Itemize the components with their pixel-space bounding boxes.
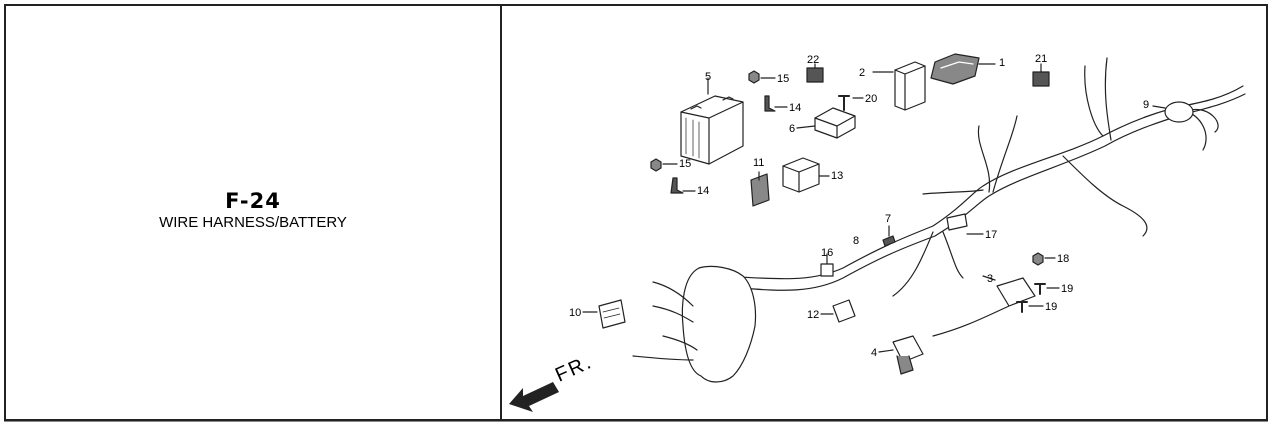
callout-18: 18 (1057, 253, 1069, 265)
bolt-14-lower (670, 177, 696, 194)
callout-1: 1 (999, 57, 1005, 69)
callout-14-top: 14 (789, 102, 801, 114)
callout-8: 8 (853, 235, 859, 247)
bottom-rule (4, 421, 1268, 422)
bracket-11 (750, 171, 770, 207)
callout-21: 21 (1035, 53, 1047, 65)
nut-18 (1032, 252, 1056, 266)
callout-22: 22 (807, 54, 819, 66)
nut-15-lower (650, 158, 678, 172)
connector-12 (820, 299, 856, 323)
clamp-16 (820, 253, 834, 277)
callout-labels: 1 2 3 4 5 6 7 8 9 10 11 12 13 14 14 15 1… (569, 53, 1149, 359)
connector-9 (1152, 101, 1194, 123)
clamp-17 (946, 213, 984, 235)
callout-3: 3 (987, 273, 993, 285)
figure-label-cell: F-24 WIRE HARNESS/BATTERY (6, 6, 500, 418)
bolt-19-b (1016, 301, 1044, 313)
callout-10: 10 (569, 307, 581, 319)
callout-17: 17 (985, 229, 997, 241)
cover-1 (930, 53, 996, 85)
callout-5: 5 (705, 71, 711, 83)
ignition-coil-3 (932, 275, 1036, 337)
callout-2: 2 (859, 67, 865, 79)
spark-plug-cap-4 (878, 335, 924, 375)
callout-11: 11 (753, 157, 764, 169)
callout-15-lower: 15 (679, 158, 691, 170)
fuse-21 (1032, 71, 1050, 87)
callout-19-b: 19 (1045, 301, 1057, 313)
parts-diagram: FR. 1 2 3 4 5 6 7 8 9 10 11 12 13 14 14 … (509, 53, 1246, 412)
nut-15-top (748, 70, 776, 84)
relay-6 (796, 107, 856, 139)
bolt-20 (838, 95, 864, 111)
fuse-box-2 (872, 61, 926, 111)
relay-13 (782, 157, 830, 193)
callout-4: 4 (871, 347, 877, 359)
item-7 (882, 225, 896, 247)
harness-sheath (632, 265, 757, 383)
table-frame (4, 4, 1268, 421)
callout-9: 9 (1143, 99, 1149, 111)
callout-15-top: 15 (777, 73, 789, 85)
figure-title: WIRE HARNESS/BATTERY (159, 214, 347, 231)
callout-19-a: 19 (1061, 283, 1073, 295)
bolt-14-top (764, 95, 788, 112)
direction-label: FR. (552, 351, 596, 387)
callout-13: 13 (831, 170, 843, 182)
callout-16: 16 (821, 247, 833, 259)
connector-10 (582, 299, 626, 329)
fuse-22 (806, 63, 824, 83)
front-direction-arrow: FR. (509, 351, 596, 412)
figure-code: F-24 (225, 189, 281, 213)
battery (680, 77, 744, 165)
callout-6: 6 (789, 123, 795, 135)
bolt-19-a (1034, 283, 1060, 295)
callout-7: 7 (885, 213, 891, 225)
callout-14-lower: 14 (697, 185, 709, 197)
cell-divider (500, 4, 502, 421)
callout-12: 12 (807, 309, 819, 321)
callout-20: 20 (865, 93, 877, 105)
